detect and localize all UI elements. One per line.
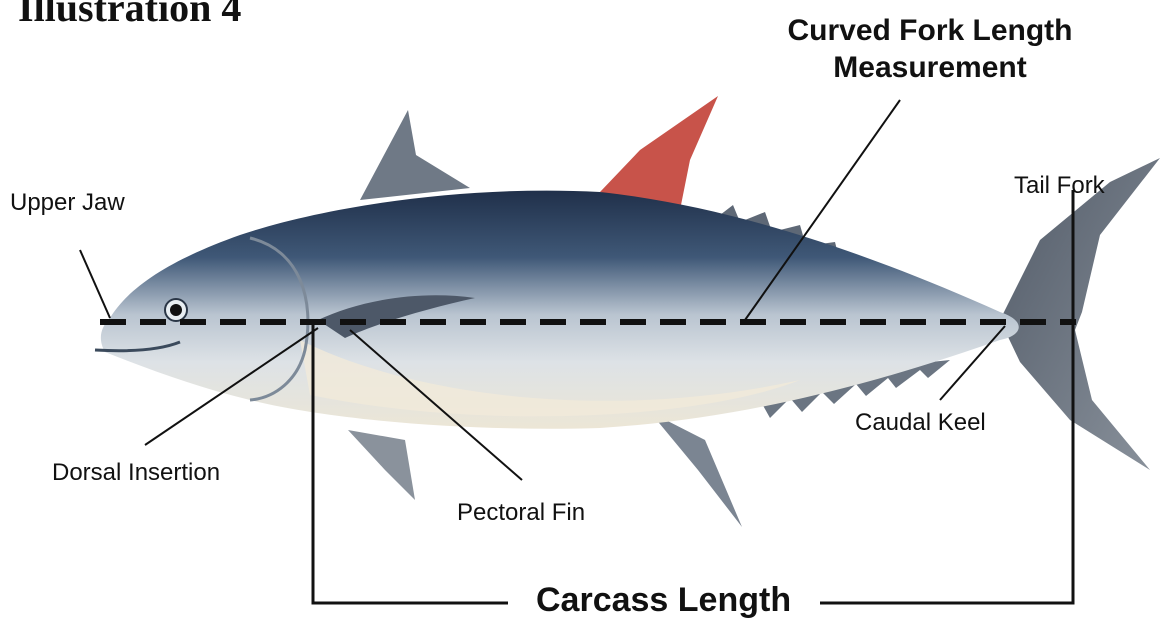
eye-pupil — [170, 304, 182, 316]
pelvic-fin — [348, 430, 415, 500]
anal-fin — [650, 412, 742, 527]
measurement-heading: Curved Fork Length Measurement — [730, 14, 1130, 84]
measurement-heading-line2: Measurement — [730, 51, 1130, 84]
second-dorsal-fin — [600, 96, 718, 210]
dorsal-insertion-label: Dorsal Insertion — [52, 460, 220, 486]
tail-fork-label: Tail Fork — [1014, 173, 1105, 199]
measurement-heading-line1: Curved Fork Length — [730, 14, 1130, 47]
upper-jaw-leader — [80, 250, 110, 318]
tuna-body — [101, 191, 1019, 429]
tail-fin — [1000, 158, 1160, 470]
first-dorsal-fin — [360, 110, 470, 200]
upper-jaw-label: Upper Jaw — [10, 190, 125, 216]
carcass-length-label: Carcass Length — [522, 582, 805, 619]
illustration-title: Illustration 4 — [18, 0, 241, 30]
caudal-keel-label: Caudal Keel — [855, 410, 986, 436]
pectoral-fin-label: Pectoral Fin — [457, 500, 585, 526]
